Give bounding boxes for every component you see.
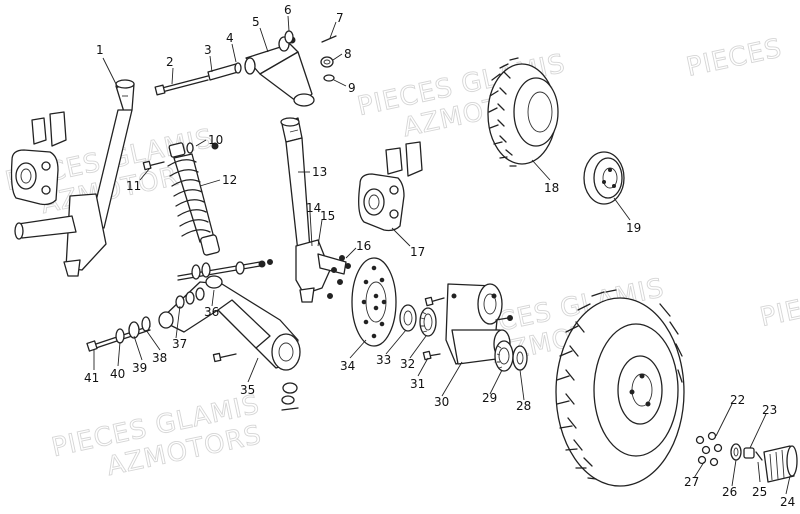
part-tire-top	[487, 57, 559, 167]
callout-28: 28	[516, 399, 531, 413]
part-brake-caliper-right	[358, 141, 423, 232]
callout-18: 18	[544, 181, 559, 195]
callout-14: 14	[306, 201, 321, 215]
part-tire-bottom	[555, 289, 685, 487]
callout-41: 41	[84, 371, 99, 385]
callout-15: 15	[320, 209, 335, 223]
part-seal-bearing-inner	[399, 304, 437, 337]
part-upper-arm-bolt	[154, 62, 242, 96]
callout-12: 12	[222, 173, 237, 187]
part-shock-absorber	[142, 142, 220, 256]
part-upper-a-arm	[244, 36, 315, 107]
callout-5: 5	[252, 15, 260, 29]
callout-8: 8	[344, 47, 352, 61]
callout-40: 40	[110, 367, 125, 381]
part-brake-disc	[351, 257, 397, 347]
callout-3: 3	[204, 43, 212, 57]
callout-39: 39	[132, 361, 147, 375]
watermark-pieces-6: PIECES	[758, 284, 800, 333]
callout-4: 4	[226, 31, 234, 45]
callout-29: 29	[482, 391, 497, 405]
part-strut-13	[280, 117, 347, 303]
callout-24: 24	[780, 495, 795, 509]
callout-26: 26	[722, 485, 737, 499]
callout-38: 38	[152, 351, 167, 365]
callout-27: 27	[684, 475, 699, 489]
part-small-hardware-top	[284, 30, 337, 82]
callout-32: 32	[400, 357, 415, 371]
callout-23: 23	[762, 403, 777, 417]
callout-33: 33	[376, 353, 391, 367]
callout-31: 31	[410, 377, 425, 391]
callout-25: 25	[752, 485, 767, 499]
part-brake-caliper-left	[10, 111, 67, 206]
callout-16: 16	[356, 239, 371, 253]
part-wheel-nuts-cap	[695, 431, 798, 483]
callout-34: 34	[340, 359, 355, 373]
callout-2: 2	[166, 55, 174, 69]
callout-labels: 1 2 3 4 5 6 7 8 9 10 11 12 13 14 15 16 1…	[84, 3, 795, 509]
callout-35: 35	[240, 383, 255, 397]
part-bearing-outer	[494, 340, 528, 372]
callout-9: 9	[348, 81, 356, 95]
callout-6: 6	[284, 3, 292, 17]
callout-37: 37	[172, 337, 187, 351]
callout-36: 36	[204, 305, 219, 319]
callout-1: 1	[96, 43, 104, 57]
part-knuckle-strut	[14, 79, 135, 277]
part-bolts-16	[327, 255, 351, 299]
watermark-pieces-5: PIECES	[684, 33, 785, 82]
callout-17: 17	[410, 245, 425, 259]
part-rim-top	[583, 151, 625, 205]
callout-11: 11	[126, 179, 141, 193]
callout-22: 22	[730, 393, 745, 407]
callout-19: 19	[626, 221, 641, 235]
callout-10: 10	[208, 133, 223, 147]
callout-13: 13	[312, 165, 327, 179]
leader-lines	[93, 15, 791, 495]
callout-30: 30	[434, 395, 449, 409]
callout-7: 7	[336, 11, 344, 25]
part-lower-a-arm	[86, 259, 301, 411]
